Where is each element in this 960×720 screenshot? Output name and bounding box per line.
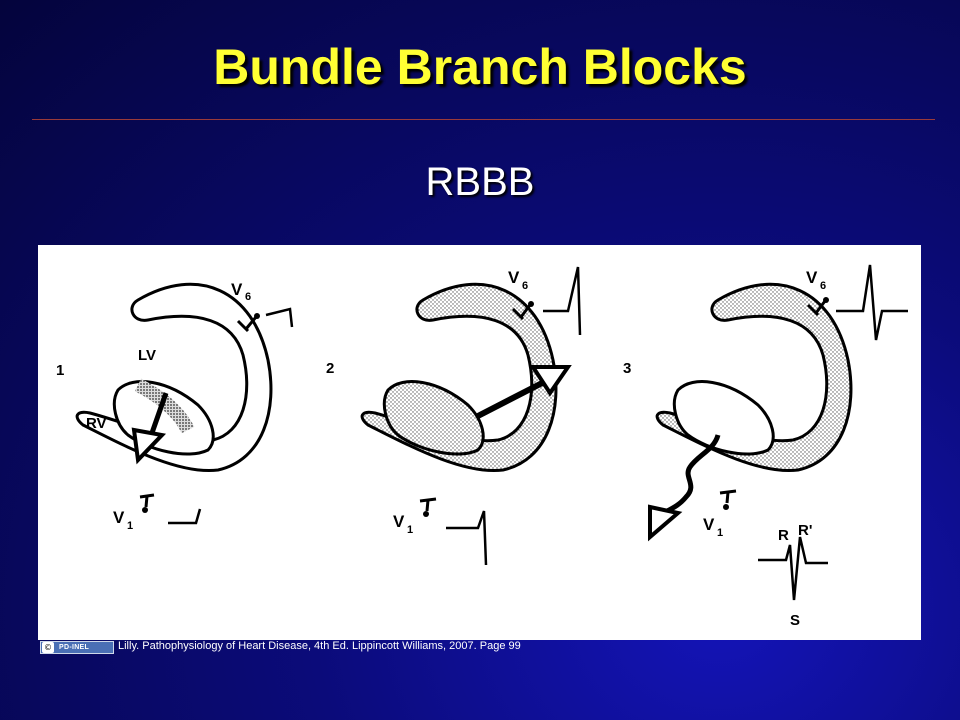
panel-1-v6-label: V	[231, 280, 243, 299]
panel-2-v1-label: V	[393, 512, 405, 531]
panel-3-v1-label: V	[703, 515, 715, 534]
panel-3-v6-sub: 6	[820, 280, 826, 292]
panel-1-v6-sub: 6	[245, 291, 251, 303]
license-badge-label: PD-INEL	[59, 644, 90, 651]
slide-title: Bundle Branch Blocks	[213, 39, 747, 95]
panel-1-rv-label: RV	[86, 415, 107, 432]
panel-1-v6-trace	[265, 307, 294, 328]
panel-2-number: 2	[326, 360, 334, 377]
panel-2: 2 V 6 V 1	[326, 266, 582, 566]
license-badge[interactable]: © PD-INEL	[40, 641, 114, 654]
panel-3-v6-label: V	[806, 268, 818, 287]
panel-2-rv-wall	[382, 380, 485, 456]
panel-2-v1-sub: 1	[407, 524, 413, 536]
slide-subtitle: RBBB	[425, 160, 535, 204]
panel-3-r-prime-label: R'	[798, 522, 812, 539]
panel-1: 1 LV RV V 6 V 1	[56, 280, 294, 532]
panel-2-v6-label: V	[508, 268, 520, 287]
panel-3-depolarization-arrow	[658, 434, 721, 518]
panel-3: 3 V 6 V 1 R R' S	[623, 264, 908, 629]
panel-3-number: 3	[623, 360, 631, 377]
title-divider	[32, 119, 935, 120]
panel-3-s-label: S	[790, 612, 800, 629]
panel-1-lv-label: LV	[138, 347, 156, 364]
panel-3-v6-trace	[836, 264, 908, 341]
panel-1-v1-label: V	[113, 508, 125, 527]
panel-3-r-label: R	[778, 527, 789, 544]
panel-1-number: 1	[56, 362, 64, 379]
panel-3-v1-trace	[758, 536, 828, 601]
panel-2-v6-sub: 6	[522, 280, 528, 292]
rbbb-diagram-svg: 1 LV RV V 6 V 1 2 V 6	[56, 264, 908, 629]
panel-1-v1-sub: 1	[127, 520, 133, 532]
panel-2-v1-trace	[446, 510, 488, 566]
panel-3-v1-sub: 1	[717, 527, 723, 539]
rbbb-diagram-figure: 1 LV RV V 6 V 1 2 V 6	[38, 245, 921, 640]
citation-text: Lilly. Pathophysiology of Heart Disease,…	[118, 640, 521, 652]
panel-2-v6-trace	[543, 266, 582, 336]
panel-3-rv-wall	[672, 380, 775, 456]
copyright-icon: ©	[42, 642, 54, 653]
panel-1-v1-trace	[168, 508, 202, 525]
